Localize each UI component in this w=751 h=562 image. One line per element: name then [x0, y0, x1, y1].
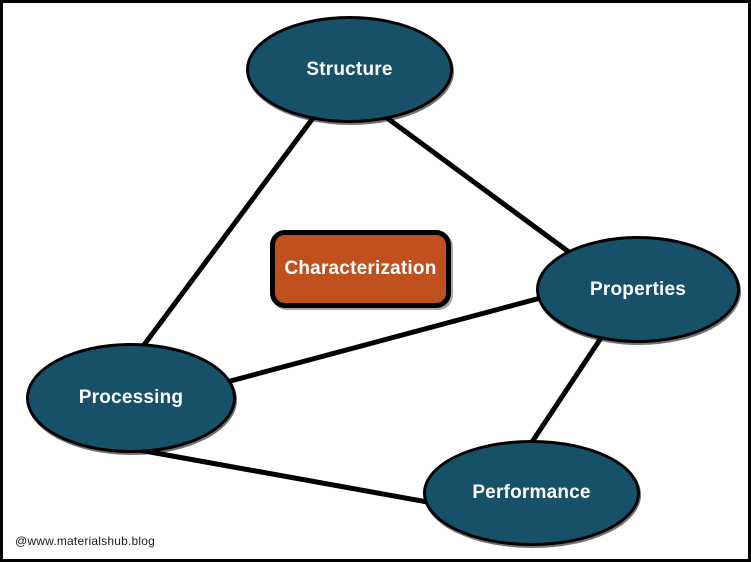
node-structure-label: Structure [306, 58, 393, 80]
watermark-text: @www.materialshub.blog [15, 534, 155, 548]
edge-processing-properties [220, 293, 551, 386]
node-performance: Performance [423, 440, 640, 546]
edge-properties-performance [525, 332, 606, 451]
edge-structure-properties [380, 112, 576, 258]
node-properties: Properties [536, 236, 740, 343]
node-processing-label: Processing [78, 387, 184, 408]
edge-lines-layer [125, 112, 606, 506]
node-structure: Structure [246, 16, 453, 123]
node-properties-label: Properties [590, 278, 686, 300]
edge-processing-performance [125, 445, 436, 506]
node-characterization: Characterization [270, 230, 451, 308]
node-characterization-label: Characterization [284, 258, 437, 279]
edge-structure-processing [135, 115, 316, 356]
node-processing: Processing [26, 343, 236, 453]
node-performance-label: Performance [472, 482, 591, 503]
